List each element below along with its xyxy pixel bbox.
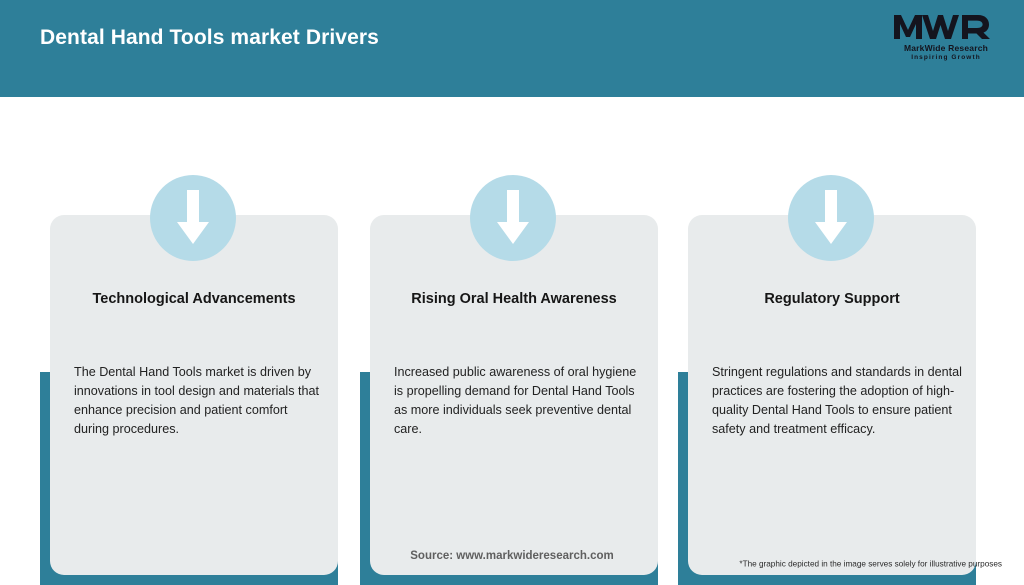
drivers-card-group: Technological Advancements The Dental Ha… xyxy=(0,97,1024,585)
card-surface xyxy=(688,215,976,575)
card-body-text: Increased public awareness of oral hygie… xyxy=(394,365,637,437)
card-body-text: Stringent regulations and standards in d… xyxy=(712,365,962,437)
arrow-down-icon xyxy=(150,175,236,261)
driver-card-1: Technological Advancements The Dental Ha… xyxy=(40,137,338,585)
markwide-research-logo: MarkWide Research Inspiring Growth xyxy=(890,10,1002,66)
logo-company-name: MarkWide Research xyxy=(903,43,989,53)
driver-card-3: Regulatory Support Stringent regulations… xyxy=(678,137,976,585)
card-title: Regulatory Support xyxy=(764,291,900,307)
page-title: Dental Hand Tools market Drivers xyxy=(40,26,379,49)
page-header: Dental Hand Tools market Drivers MarkWid… xyxy=(0,0,1024,97)
logo-tagline: Inspiring Growth xyxy=(911,54,981,61)
card-title: Rising Oral Health Awareness xyxy=(411,291,617,307)
mwr-monogram-icon xyxy=(890,10,1002,42)
card-title: Technological Advancements xyxy=(92,291,296,307)
card-body-text: The Dental Hand Tools market is driven b… xyxy=(74,365,320,437)
arrow-down-icon xyxy=(788,175,874,261)
driver-card-2: Rising Oral Health Awareness Increased p… xyxy=(360,137,658,585)
card-surface xyxy=(370,215,658,575)
disclaimer-note: *The graphic depicted in the image serve… xyxy=(739,559,1002,569)
arrow-down-icon xyxy=(470,175,556,261)
card-surface xyxy=(50,215,338,575)
source-label: Source: www.markwideresearch.com xyxy=(410,550,614,562)
